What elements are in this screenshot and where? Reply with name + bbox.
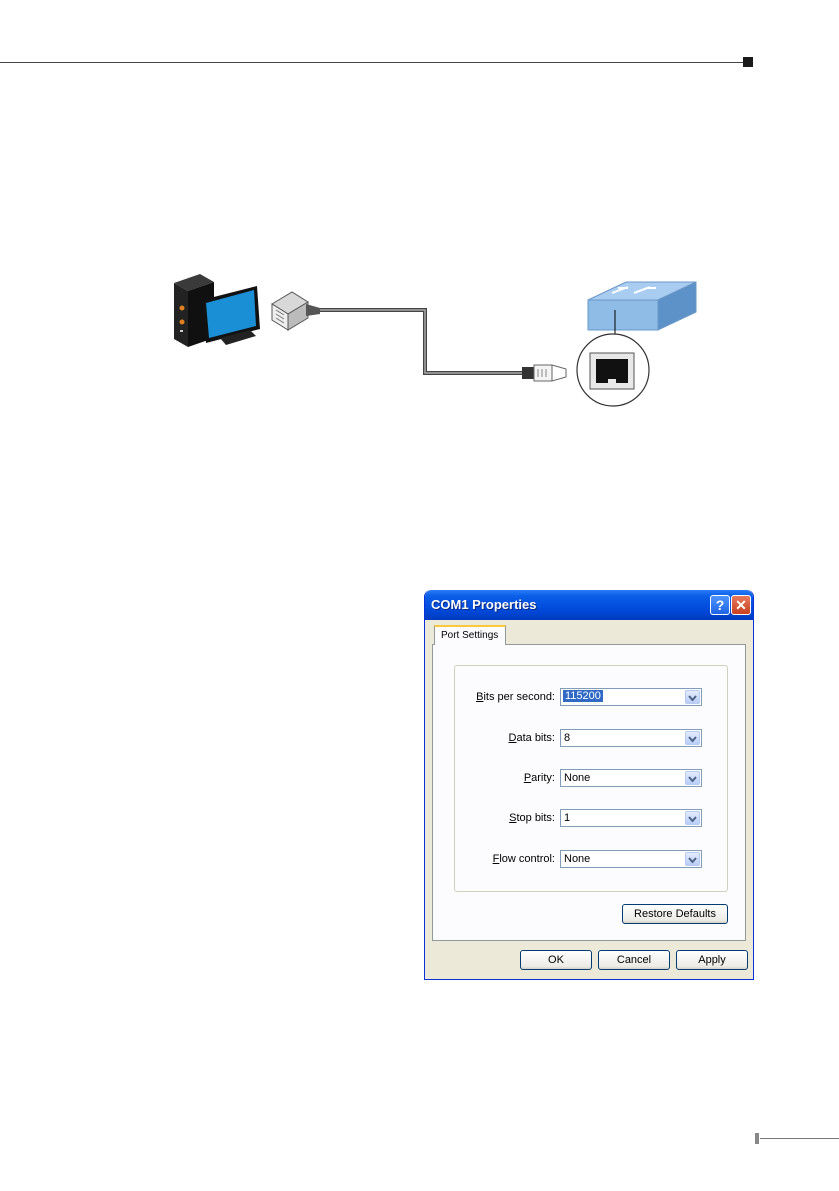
- stop-bits-label: Stop bits:: [455, 812, 555, 824]
- chevron-down-icon[interactable]: [685, 690, 700, 704]
- chevron-down-icon[interactable]: [685, 731, 700, 745]
- dialog-title: COM1 Properties: [431, 597, 536, 612]
- parity-label: Parity:: [455, 772, 555, 784]
- restore-defaults-button[interactable]: Restore Defaults: [622, 904, 728, 924]
- tab-port-settings[interactable]: Port Settings: [434, 625, 506, 645]
- rj45-connector-icon: [272, 292, 320, 330]
- data-bits-select[interactable]: 8: [560, 729, 702, 747]
- bits-per-second-select[interactable]: 115200: [560, 688, 702, 706]
- apply-label: Apply: [698, 954, 726, 966]
- tab-panel: Bits per second: 115200 Data bits: 8 Par…: [432, 644, 746, 941]
- flow-control-label: Flow control:: [455, 853, 555, 865]
- bits-per-second-value: 115200: [563, 690, 603, 702]
- help-button[interactable]: ?: [710, 595, 730, 615]
- data-bits-label: Data bits:: [455, 732, 555, 744]
- bits-per-second-label: Bits per second:: [455, 691, 555, 703]
- console-cable-icon: [522, 365, 566, 381]
- ok-label: OK: [548, 954, 564, 966]
- apply-button[interactable]: Apply: [676, 950, 748, 970]
- close-button[interactable]: ✕: [731, 595, 751, 615]
- parity-value: None: [564, 772, 590, 784]
- flow-control-select[interactable]: None: [560, 850, 702, 868]
- data-bits-value: 8: [564, 732, 570, 744]
- chevron-down-icon[interactable]: [685, 771, 700, 785]
- port-settings-group: Bits per second: 115200 Data bits: 8 Par…: [454, 665, 728, 892]
- stop-bits-value: 1: [564, 812, 570, 824]
- cancel-label: Cancel: [617, 954, 651, 966]
- help-icon: ?: [716, 597, 725, 613]
- close-icon: ✕: [735, 597, 747, 613]
- chevron-down-icon[interactable]: [685, 852, 700, 866]
- parity-select[interactable]: None: [560, 769, 702, 787]
- flow-control-value: None: [564, 853, 590, 865]
- restore-defaults-label: Restore Defaults: [634, 908, 716, 920]
- footer-marker: [755, 1133, 759, 1144]
- chevron-down-icon[interactable]: [685, 811, 700, 825]
- ok-button[interactable]: OK: [520, 950, 592, 970]
- switch-icon: [588, 282, 696, 330]
- stop-bits-select[interactable]: 1: [560, 809, 702, 827]
- tab-label: Port Settings: [441, 630, 498, 641]
- header-marker: [743, 57, 753, 67]
- connection-diagram: [160, 260, 720, 410]
- cancel-button[interactable]: Cancel: [598, 950, 670, 970]
- com1-properties-dialog: COM1 Properties ? ✕ Port Settings Bits p…: [424, 590, 754, 980]
- footer-rule: [760, 1138, 839, 1139]
- dialog-titlebar[interactable]: COM1 Properties ? ✕: [425, 590, 753, 620]
- header-rule: [0, 62, 745, 63]
